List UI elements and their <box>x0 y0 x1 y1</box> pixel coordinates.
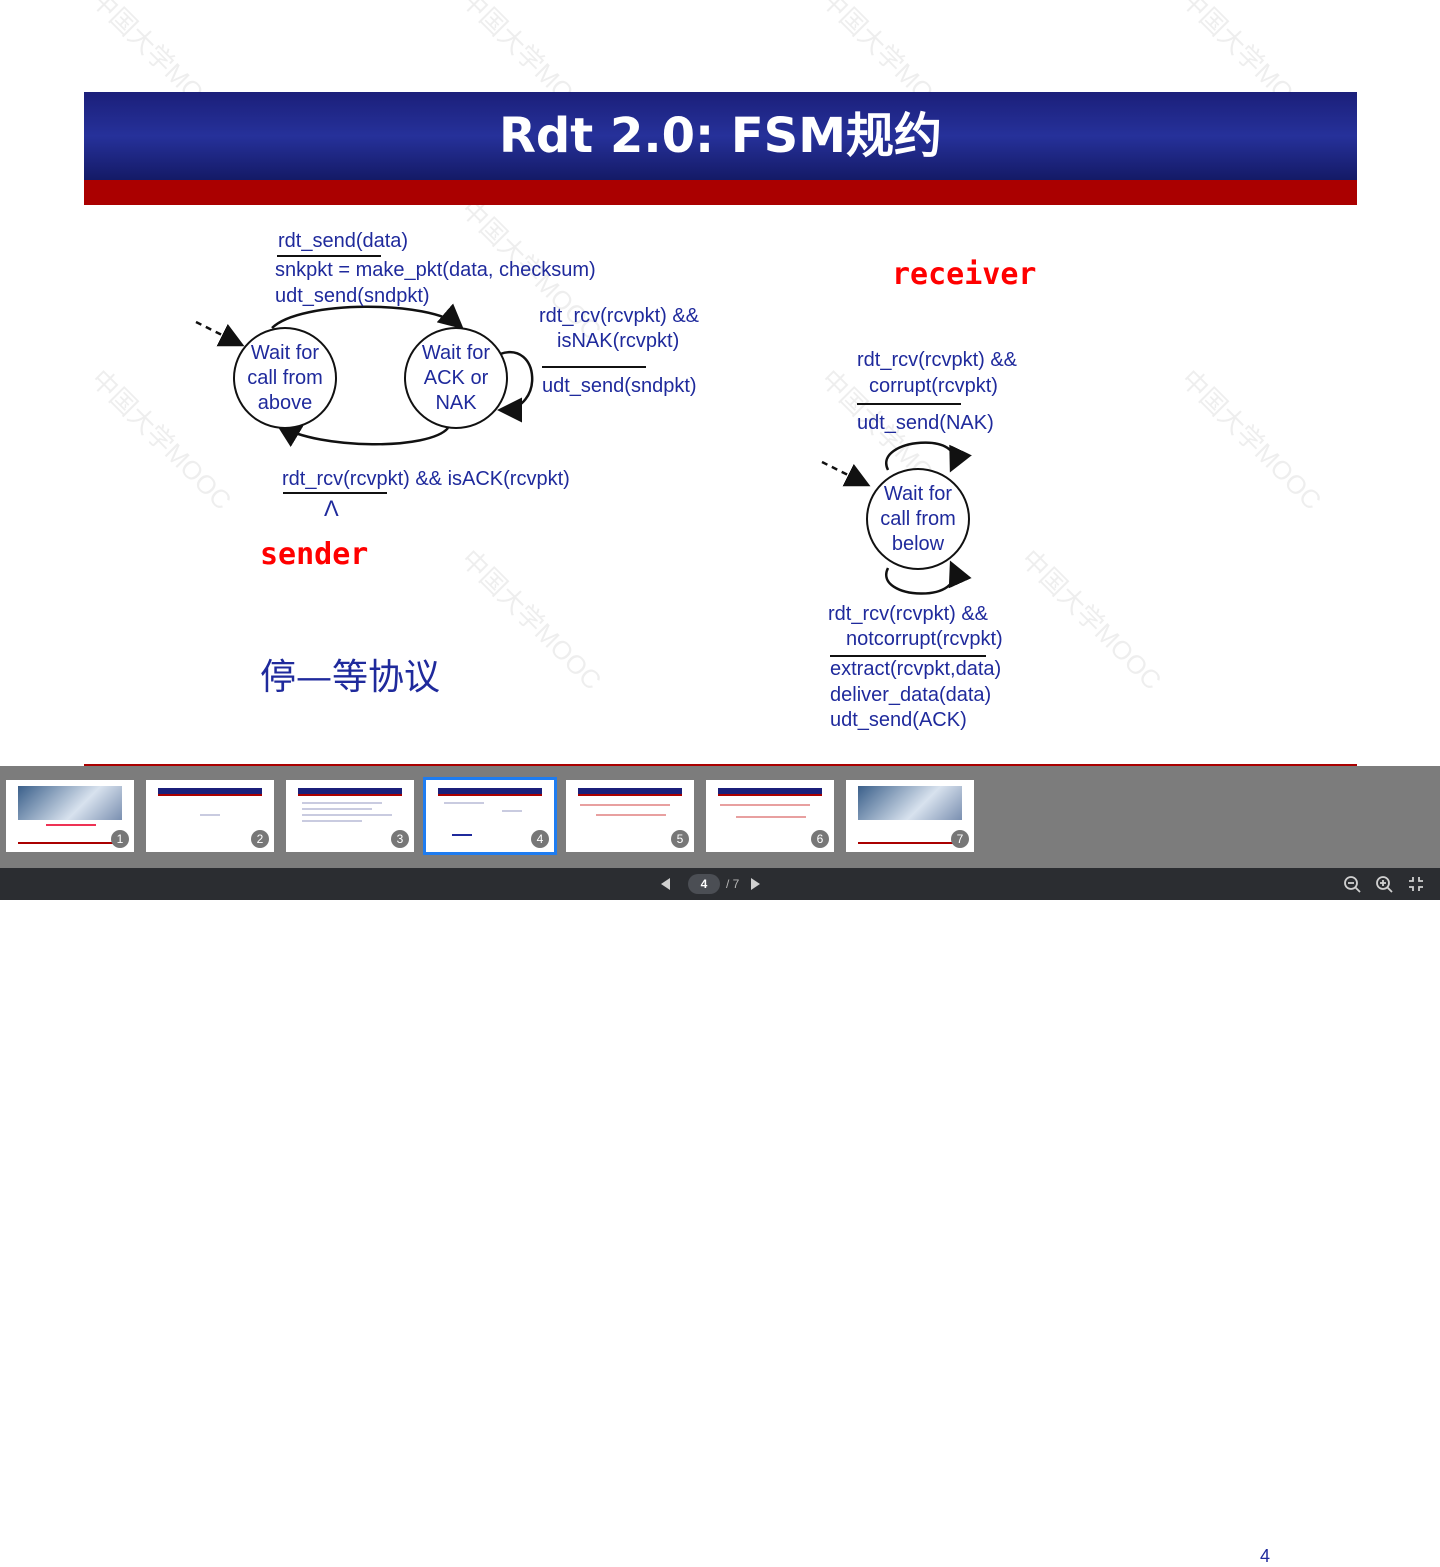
transition-rule <box>283 492 387 494</box>
receiver-t2-action: deliver_data(data) <box>830 684 992 706</box>
thumbnail-5[interactable]: 5 <box>566 780 694 852</box>
thumbnail-number: 7 <box>951 830 969 848</box>
receiver-t1-event: corrupt(rcvpkt) <box>869 375 998 397</box>
zoom-out-icon <box>1344 876 1361 893</box>
exit-fullscreen-icon <box>1409 877 1423 891</box>
transition-rule <box>542 366 646 368</box>
thumbnail-line <box>502 810 522 812</box>
thumbnail-line <box>736 816 806 818</box>
thumbnail-4[interactable]: 4 <box>423 777 557 855</box>
thumbnail-7[interactable]: 7 <box>846 780 974 852</box>
thumbnail-6[interactable]: 6 <box>706 780 834 852</box>
thumbnail-number: 2 <box>251 830 269 848</box>
page-total: / 7 <box>726 877 740 891</box>
receiver-self-loop-corrupt <box>885 441 972 473</box>
thumbnail-line <box>302 802 382 804</box>
zoom-out-button[interactable] <box>1340 868 1364 900</box>
footer-rule <box>84 764 1357 766</box>
receiver-self-loop-ok <box>885 560 972 595</box>
thumbnail-image <box>858 786 962 820</box>
slide: 中国大学MOOC 中国大学MOOC 中国大学MOOC 中国大学MOOC 中国大学… <box>0 0 1440 766</box>
zoom-in-icon <box>1376 876 1393 893</box>
thumbnail-line <box>46 824 96 826</box>
stop-and-wait-note: 停—等协议 <box>260 657 441 698</box>
thumbnail-line <box>858 842 962 844</box>
receiver-t2-event: notcorrupt(rcvpkt) <box>846 628 1003 650</box>
receiver-initial-arrow <box>821 460 871 487</box>
receiver-t2-action: extract(rcvpkt,data) <box>830 658 1002 680</box>
sender-t2-event: isNAK(rcvpkt) <box>557 330 680 352</box>
sender-t1-event: rdt_send(data) <box>278 230 409 252</box>
transition-rule <box>857 403 961 405</box>
thumbnail-title-bar <box>718 788 822 794</box>
thumbnail-red-bar <box>578 794 682 796</box>
thumbnail-red-bar <box>298 794 402 796</box>
sender-transition-send <box>271 303 464 330</box>
sender-t3-action-lambda: Λ <box>324 496 339 521</box>
receiver-label: receiver <box>892 257 1037 292</box>
receiver-t1-action: udt_send(NAK) <box>857 412 994 434</box>
slide-title-bar: Rdt 2.0: FSM规约 <box>84 92 1357 180</box>
thumbnail-number: 6 <box>811 830 829 848</box>
thumbnail-2[interactable]: 2 <box>146 780 274 852</box>
receiver-t2-event: rdt_rcv(rcvpkt) && <box>828 603 989 625</box>
sender-t3-event: rdt_rcv(rcvpkt) && isACK(rcvpkt) <box>282 468 570 490</box>
state-wait-ack-or-nak: Wait for ACK or NAK <box>404 327 508 429</box>
sender-t2-event: rdt_rcv(rcvpkt) && <box>539 305 700 327</box>
page-number-input[interactable]: 4 <box>688 874 720 894</box>
thumbnail-number: 4 <box>531 830 549 848</box>
thumbnail-line <box>580 804 670 806</box>
thumbnail-3[interactable]: 3 <box>286 780 414 852</box>
thumbnail-line <box>200 814 220 816</box>
sender-t1-action: udt_send(sndpkt) <box>275 285 430 307</box>
prev-page-button[interactable] <box>656 868 676 900</box>
thumbnail-line <box>302 808 372 810</box>
sender-t1-action: snkpkt = make_pkt(data, checksum) <box>275 259 596 281</box>
sender-label: sender <box>260 537 369 572</box>
thumbnail-line <box>596 814 666 816</box>
thumbnail-image <box>18 786 122 820</box>
state-label: Wait for call from above <box>247 341 323 414</box>
title-accent-bar <box>84 180 1357 205</box>
next-page-button[interactable] <box>746 868 766 900</box>
state-wait-call-from-below: Wait for call from below <box>866 468 970 570</box>
state-label: Wait for call from below <box>880 482 956 555</box>
thumbnail-line <box>444 802 484 804</box>
sender-t2-action: udt_send(sndpkt) <box>542 375 697 397</box>
viewer-toolbar: 4 / 7 <box>0 868 1440 900</box>
thumbnail-line <box>302 820 362 822</box>
thumbnail-line <box>452 834 472 836</box>
state-label: Wait for ACK or NAK <box>421 341 491 414</box>
fsm-arrows <box>195 303 972 595</box>
receiver-t2-action: udt_send(ACK) <box>830 709 967 731</box>
thumbnail-line <box>720 804 810 806</box>
next-page-icon <box>751 878 760 890</box>
state-wait-call-from-above: Wait for call from above <box>233 327 337 429</box>
thumbnail-number: 5 <box>671 830 689 848</box>
sender-self-loop-nak <box>497 350 534 423</box>
transition-rule <box>277 255 381 257</box>
slide-page-number: 4 <box>1260 1546 1271 1566</box>
prev-page-icon <box>661 878 670 890</box>
transition-rule <box>830 655 986 657</box>
slide-title: Rdt 2.0: FSM规约 <box>498 108 943 164</box>
thumbnail-1[interactable]: 1 <box>6 780 134 852</box>
thumbnail-number: 1 <box>111 830 129 848</box>
thumbnail-line <box>18 842 122 844</box>
thumbnail-red-bar <box>158 794 262 796</box>
thumbnail-number: 3 <box>391 830 409 848</box>
thumbnail-red-bar <box>718 794 822 796</box>
thumbnail-title-bar <box>158 788 262 794</box>
receiver-t1-event: rdt_rcv(rcvpkt) && <box>857 349 1018 371</box>
exit-fullscreen-button[interactable] <box>1404 868 1428 900</box>
sender-transition-ack <box>275 423 449 447</box>
thumbnail-title-bar <box>578 788 682 794</box>
thumbnail-line <box>302 814 392 816</box>
thumbnail-red-bar <box>438 794 542 796</box>
zoom-in-button[interactable] <box>1372 868 1396 900</box>
thumbnail-strip: 4 1 2 3 4 5 6 <box>0 766 1440 1566</box>
thumbnail-title-bar <box>438 788 542 794</box>
sender-initial-arrow <box>195 320 245 347</box>
thumbnail-title-bar <box>298 788 402 794</box>
